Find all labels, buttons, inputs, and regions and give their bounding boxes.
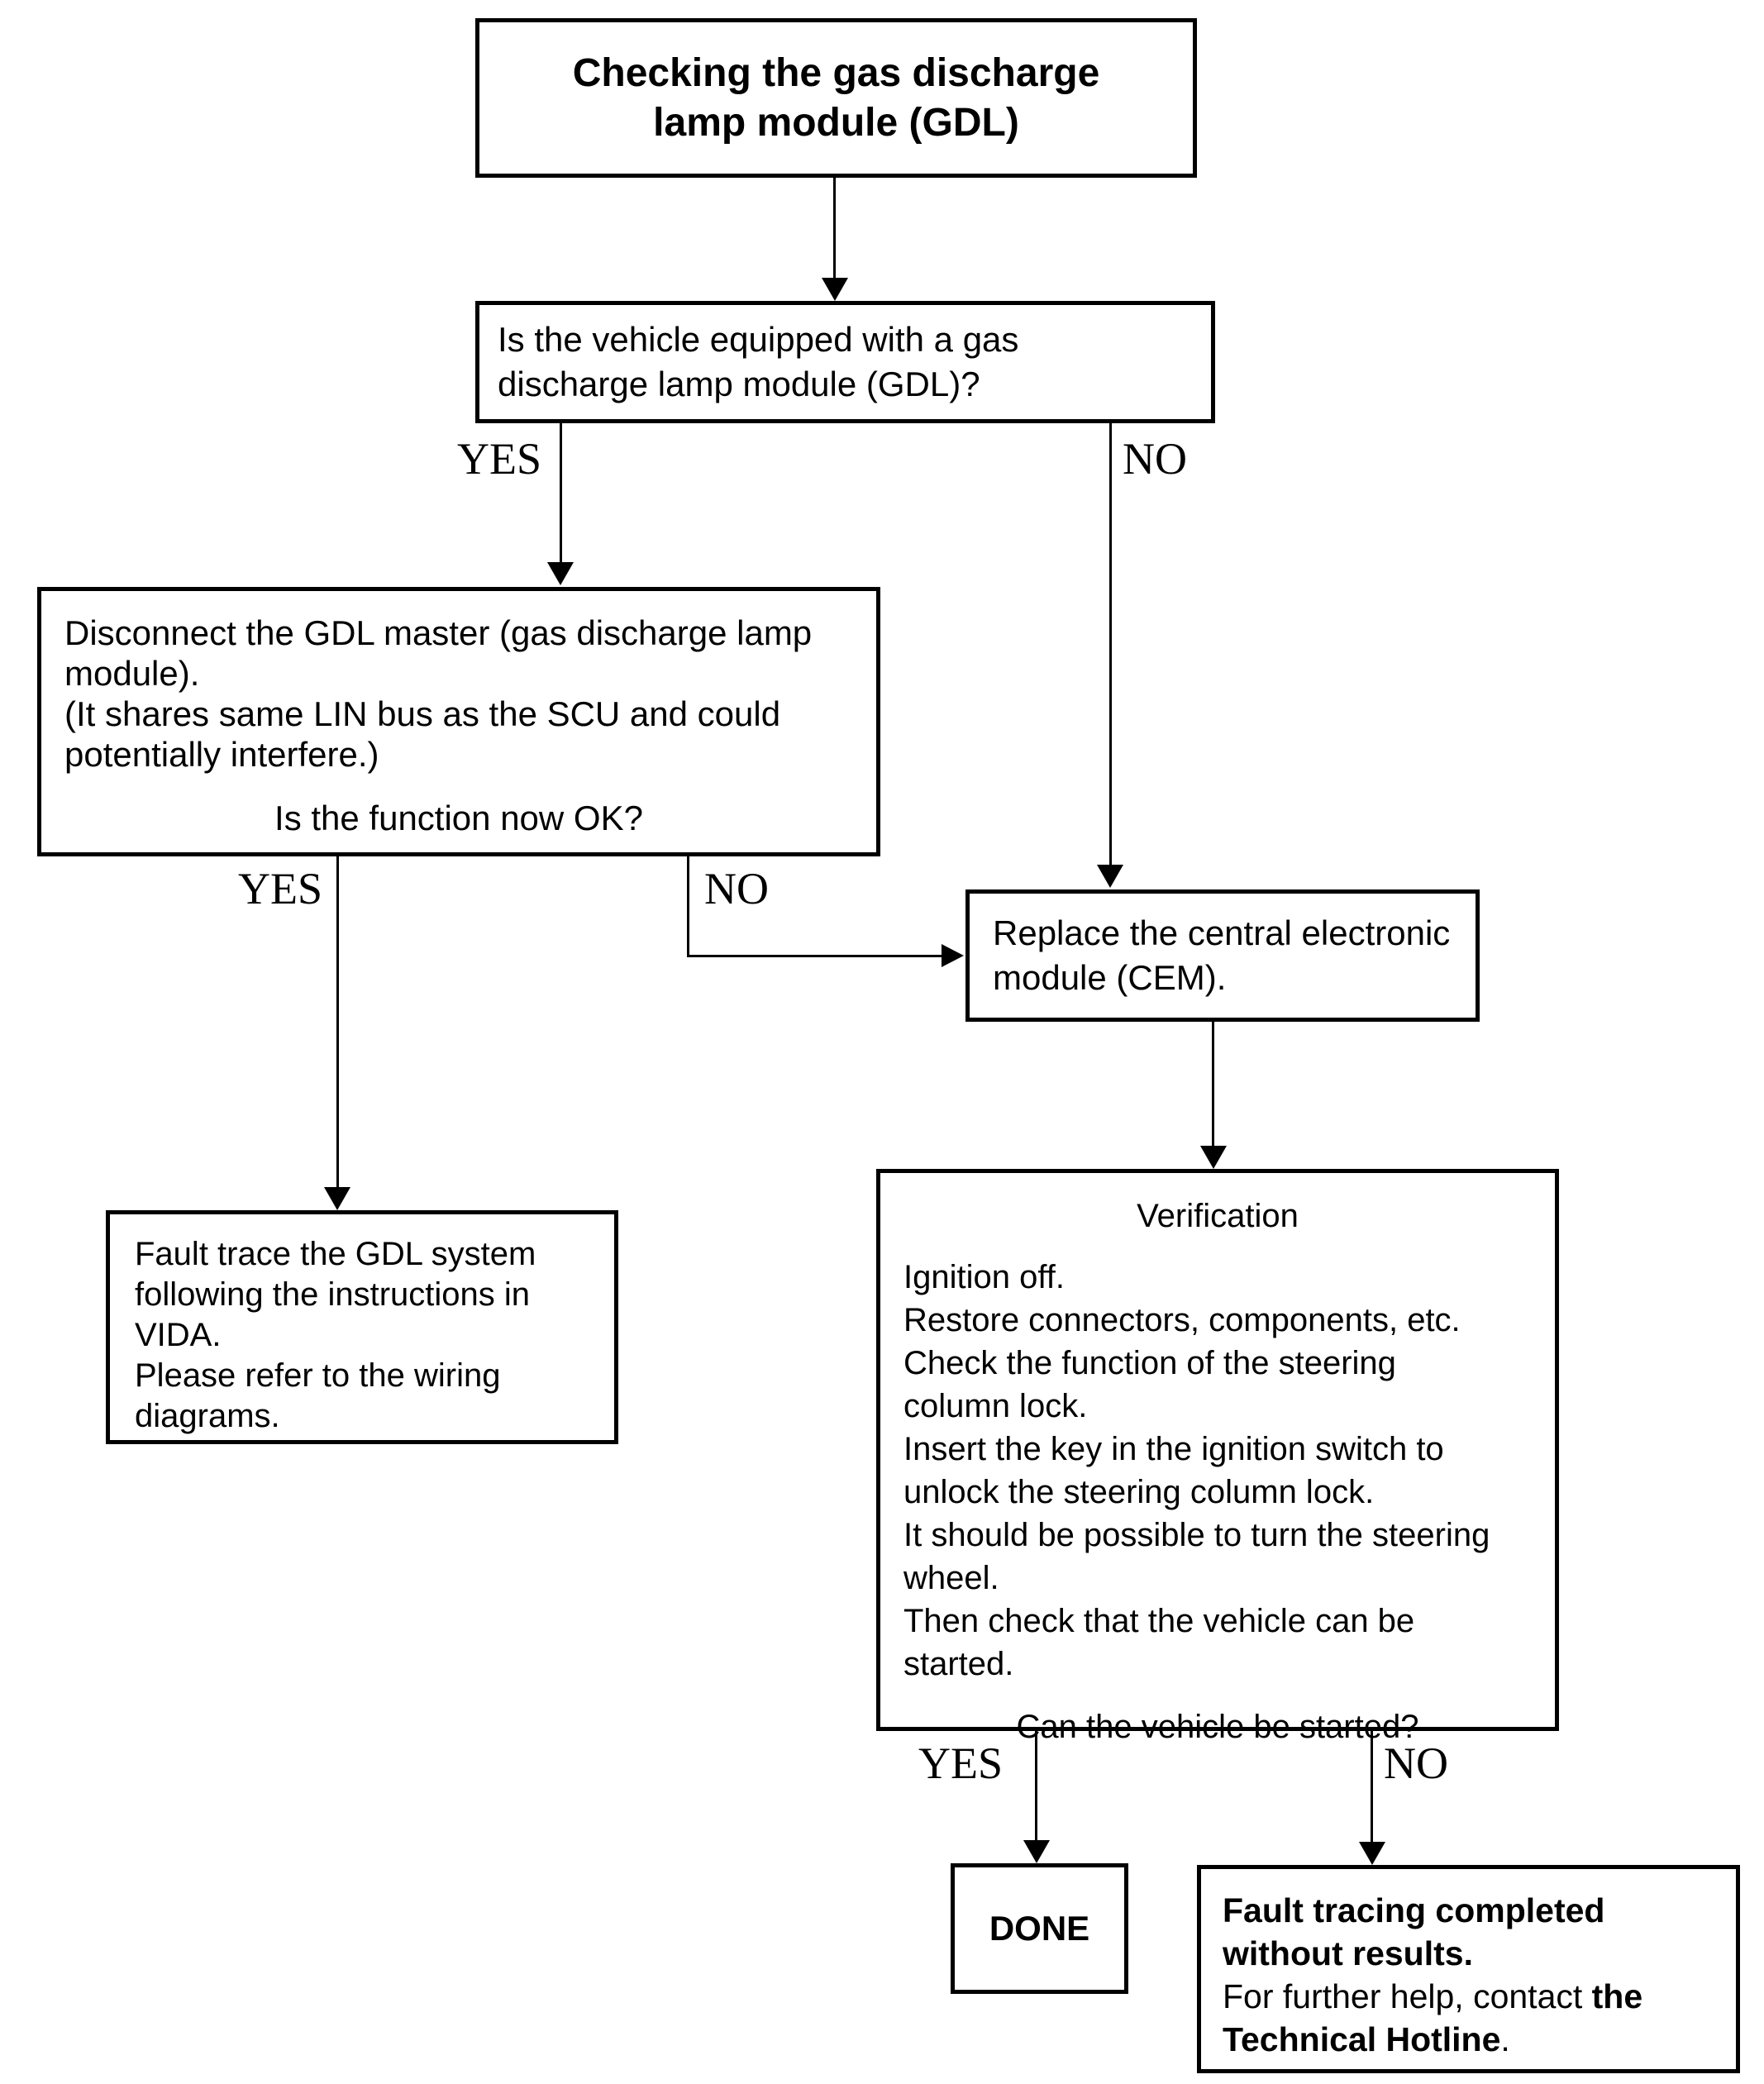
- arrowhead-right-icon: [942, 944, 964, 967]
- verification-line: Check the function of the steering: [903, 1345, 1396, 1381]
- hotline-line: without results.: [1223, 1934, 1473, 1972]
- replace-cem-line: Replace the central electronic: [993, 913, 1451, 952]
- node-question-gdl: Is the vehicle equipped with a gas disch…: [475, 301, 1215, 423]
- node-hotline: Fault tracing completed without results.…: [1197, 1865, 1740, 2073]
- fault-trace-line: Please refer to the wiring: [135, 1357, 501, 1394]
- disconnect-line: potentially interfere.): [64, 735, 379, 774]
- verification-line: Ignition off.: [903, 1259, 1065, 1295]
- disconnect-line: module).: [64, 654, 200, 693]
- fault-trace-line: Fault trace the GDL system: [135, 1236, 536, 1272]
- arrowhead-down-icon: [822, 278, 848, 301]
- verification-line: wheel.: [903, 1560, 999, 1596]
- question-gdl-line: discharge lamp module (GDL)?: [498, 365, 980, 403]
- arrowhead-down-icon: [547, 562, 574, 585]
- fault-trace-line: following the instructions in: [135, 1276, 531, 1313]
- branch-label-yes-equipped: YES: [456, 434, 541, 484]
- connector-equipped-yes-line: [560, 423, 562, 564]
- verification-line: column lock.: [903, 1388, 1088, 1424]
- fault-trace-line: diagrams.: [135, 1398, 280, 1434]
- verification-line: started.: [903, 1646, 1014, 1682]
- hotline-line: Technical Hotline.: [1223, 2018, 1728, 2061]
- hotline-line: For further help, contact the: [1223, 1975, 1728, 2018]
- verification-line: Then check that the vehicle can be: [903, 1603, 1415, 1639]
- branch-label-yes-started: YES: [918, 1738, 1003, 1788]
- node-title: Checking the gas discharge lamp module (…: [475, 18, 1197, 178]
- arrowhead-down-icon: [1359, 1842, 1385, 1865]
- branch-label-no-equipped: NO: [1123, 434, 1187, 484]
- question-gdl-line: Is the vehicle equipped with a gas: [498, 320, 1019, 359]
- connector-function-ok-no-hline: [687, 955, 943, 957]
- hotline-line: Fault tracing completed: [1223, 1891, 1605, 1929]
- branch-label-no-function-ok: NO: [704, 864, 769, 913]
- connector-title-to-question-line: [833, 178, 836, 280]
- arrowhead-down-icon: [1023, 1840, 1050, 1863]
- title-line: lamp module (GDL): [653, 100, 1019, 145]
- hotline-text-regular: .: [1500, 2020, 1510, 2058]
- connector-started-yes-line: [1035, 1731, 1037, 1842]
- hotline-text-bold: Technical Hotline: [1223, 2020, 1501, 2058]
- verification-heading: Verification: [1137, 1198, 1299, 1234]
- node-verification: Verification Ignition off. Restore conne…: [876, 1169, 1559, 1745]
- verification-line: Insert the key in the ignition switch to: [903, 1431, 1444, 1467]
- connector-equipped-no-line: [1109, 423, 1112, 866]
- branch-label-yes-function-ok: YES: [237, 864, 322, 913]
- hotline-text-regular: For further help, contact: [1223, 1977, 1592, 2015]
- verification-line: Restore connectors, components, etc.: [903, 1302, 1461, 1338]
- arrowhead-down-icon: [324, 1187, 350, 1210]
- connector-function-ok-yes-line: [336, 856, 339, 1189]
- arrowhead-down-icon: [1200, 1146, 1227, 1169]
- title-line: Checking the gas discharge: [572, 50, 1100, 95]
- node-done: DONE: [951, 1863, 1128, 1994]
- node-disconnect: Disconnect the GDL master (gas discharge…: [37, 587, 880, 856]
- replace-cem-line: module (CEM).: [993, 958, 1227, 997]
- disconnect-line: Disconnect the GDL master (gas discharge…: [64, 613, 813, 652]
- disconnect-line: (It shares same LIN bus as the SCU and c…: [64, 694, 781, 733]
- connector-started-no-line: [1371, 1731, 1373, 1842]
- arrowhead-down-icon: [1097, 865, 1123, 888]
- connector-function-ok-no-vline: [687, 856, 689, 957]
- disconnect-question: Is the function now OK?: [274, 799, 643, 837]
- connector-cem-to-verification-line: [1212, 1022, 1214, 1146]
- branch-label-no-started: NO: [1384, 1738, 1448, 1788]
- verification-question: Can the vehicle be started?: [1016, 1709, 1419, 1745]
- verification-line: unlock the steering column lock.: [903, 1474, 1375, 1510]
- done-label: DONE: [989, 1909, 1090, 1948]
- hotline-text-bold: the: [1591, 1977, 1643, 2015]
- node-fault-trace: Fault trace the GDL system following the…: [106, 1210, 618, 1444]
- fault-trace-line: VIDA.: [135, 1317, 222, 1353]
- node-replace-cem: Replace the central electronic module (C…: [965, 889, 1480, 1022]
- verification-line: It should be possible to turn the steeri…: [903, 1517, 1490, 1553]
